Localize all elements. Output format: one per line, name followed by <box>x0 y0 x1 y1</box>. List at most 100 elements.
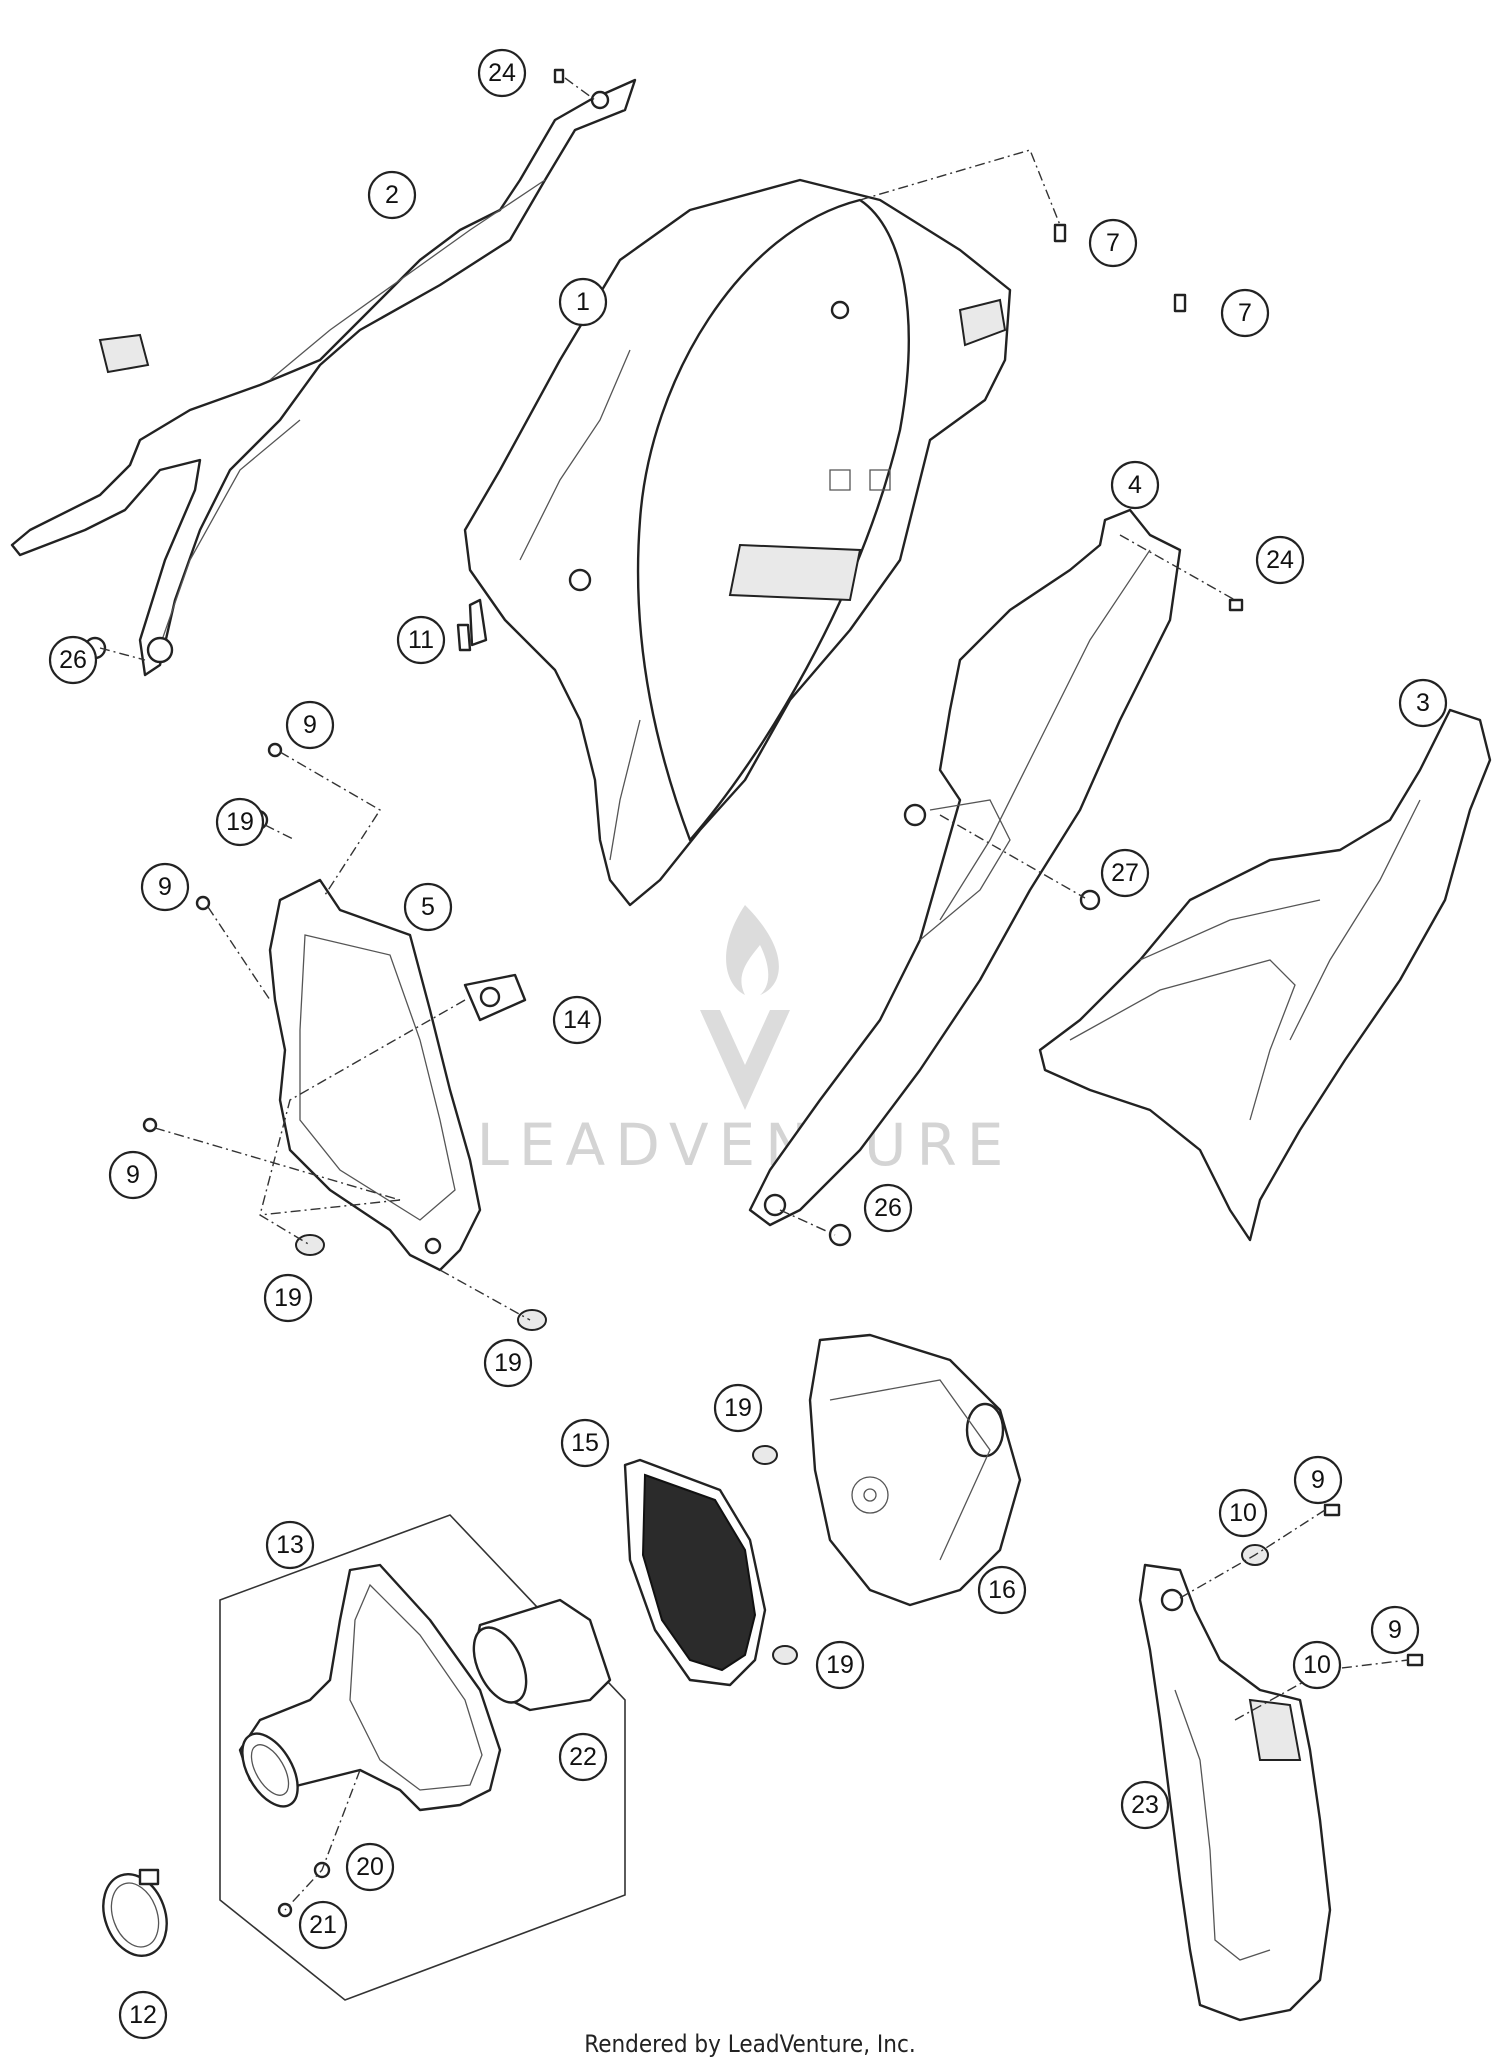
v-logo-icon <box>700 1010 790 1110</box>
callout-14: 14 <box>552 995 602 1045</box>
callout-26-left: 26 <box>48 635 98 685</box>
part-3-side-panel <box>1038 708 1492 1242</box>
callouts: 24 2 1 7 7 4 24 26 11 3 9 19 9 5 27 14 9… <box>48 48 1448 2040</box>
callout-9-a: 9 <box>285 700 335 750</box>
svg-text:19: 19 <box>826 1651 854 1679</box>
svg-text:7: 7 <box>1238 299 1252 327</box>
part-4-right-shroud <box>748 508 1182 1227</box>
svg-text:13: 13 <box>276 1531 304 1559</box>
callout-21: 21 <box>298 1900 348 1950</box>
screw-9-c <box>142 1117 158 1133</box>
callout-19-c: 19 <box>483 1338 533 1388</box>
grommet-19-b <box>295 1234 325 1256</box>
callout-19-d: 19 <box>713 1383 763 1433</box>
part-12-hose-clamp <box>102 1868 168 1957</box>
callout-10-a: 10 <box>1218 1488 1268 1538</box>
watermark: LEADVENTURE <box>477 905 1014 1179</box>
screw-9-b <box>195 895 211 911</box>
callout-5: 5 <box>403 882 453 932</box>
flame-logo-icon <box>726 905 779 995</box>
svg-text:27: 27 <box>1111 859 1139 887</box>
callout-27: 27 <box>1100 848 1150 898</box>
group-13-frame <box>219 1514 626 2001</box>
callout-24-top: 24 <box>477 48 527 98</box>
part-13-filter-box <box>238 1563 502 1812</box>
callout-9-c: 9 <box>108 1150 158 1200</box>
screw-24-top <box>553 68 565 84</box>
svg-text:10: 10 <box>1303 1651 1331 1679</box>
part-14-fitting <box>463 973 527 1022</box>
svg-text:11: 11 <box>408 626 434 654</box>
part-22-intake-boot <box>472 1598 612 1712</box>
svg-text:19: 19 <box>226 808 254 836</box>
callout-2: 2 <box>367 170 417 220</box>
svg-text:5: 5 <box>421 893 435 921</box>
screw-26-right <box>828 1223 852 1247</box>
callout-16: 16 <box>977 1565 1027 1615</box>
callout-9-e: 9 <box>1370 1605 1420 1655</box>
svg-text:15: 15 <box>571 1429 599 1457</box>
svg-text:26: 26 <box>874 1194 902 1222</box>
screw-7-b <box>1173 293 1187 313</box>
svg-text:23: 23 <box>1131 1791 1159 1819</box>
svg-text:20: 20 <box>356 1853 384 1881</box>
svg-text:24: 24 <box>1266 546 1294 574</box>
screw-9-e <box>1406 1653 1424 1667</box>
part-1-airbox-frame <box>463 178 1012 907</box>
svg-text:4: 4 <box>1128 471 1142 499</box>
callout-10-b: 10 <box>1292 1640 1342 1690</box>
svg-text:9: 9 <box>158 873 172 901</box>
callout-24-right: 24 <box>1255 535 1305 585</box>
callout-19-b: 19 <box>263 1273 313 1323</box>
part-23-side-cover <box>1138 1563 1332 2022</box>
svg-text:12: 12 <box>129 2001 157 2029</box>
svg-text:19: 19 <box>274 1284 302 1312</box>
svg-text:9: 9 <box>126 1161 140 1189</box>
svg-text:2: 2 <box>385 181 399 209</box>
callout-7-a: 7 <box>1088 218 1138 268</box>
svg-text:21: 21 <box>309 1911 337 1939</box>
grommet-19-d <box>752 1445 778 1465</box>
callout-4: 4 <box>1110 460 1160 510</box>
screw-24-right <box>1228 598 1244 612</box>
callout-11: 11 <box>396 615 446 665</box>
callout-13: 13 <box>265 1520 315 1570</box>
svg-text:14: 14 <box>563 1006 591 1034</box>
callout-1: 1 <box>558 277 608 327</box>
callout-20: 20 <box>345 1842 395 1892</box>
svg-text:19: 19 <box>724 1394 752 1422</box>
svg-text:1: 1 <box>576 288 590 316</box>
svg-text:9: 9 <box>1388 1616 1402 1644</box>
part-15-air-filter <box>623 1458 767 1687</box>
callout-19-e: 19 <box>815 1640 865 1690</box>
callout-12: 12 <box>118 1990 168 2040</box>
watermark-text: LEADVENTURE <box>477 1111 1014 1179</box>
footer-credit: Rendered by LeadVenture, Inc. <box>584 2030 916 2058</box>
callout-3: 3 <box>1398 678 1448 728</box>
callout-23: 23 <box>1120 1780 1170 1830</box>
screw-9-a <box>267 742 283 758</box>
grommet-19-e <box>772 1645 798 1665</box>
svg-text:9: 9 <box>303 711 317 739</box>
callout-15: 15 <box>560 1418 610 1468</box>
svg-text:9: 9 <box>1311 1466 1325 1494</box>
part-2-left-shroud <box>10 78 637 677</box>
callout-19-a: 19 <box>215 797 265 847</box>
part-16-filter-cage <box>808 1333 1022 1607</box>
nut-27 <box>1079 889 1101 911</box>
svg-text:19: 19 <box>494 1349 522 1377</box>
screw-9-d <box>1323 1503 1341 1517</box>
svg-text:22: 22 <box>569 1743 597 1771</box>
svg-text:7: 7 <box>1106 229 1120 257</box>
svg-text:24: 24 <box>488 59 516 87</box>
grommet-19-c <box>517 1309 547 1331</box>
callout-7-b: 7 <box>1220 288 1270 338</box>
svg-text:3: 3 <box>1416 689 1430 717</box>
callout-26-right: 26 <box>863 1183 913 1233</box>
svg-text:10: 10 <box>1229 1499 1257 1527</box>
callout-9-d: 9 <box>1293 1455 1343 1505</box>
svg-text:16: 16 <box>988 1576 1016 1604</box>
callout-22: 22 <box>558 1732 608 1782</box>
screw-7-a <box>1053 223 1067 243</box>
